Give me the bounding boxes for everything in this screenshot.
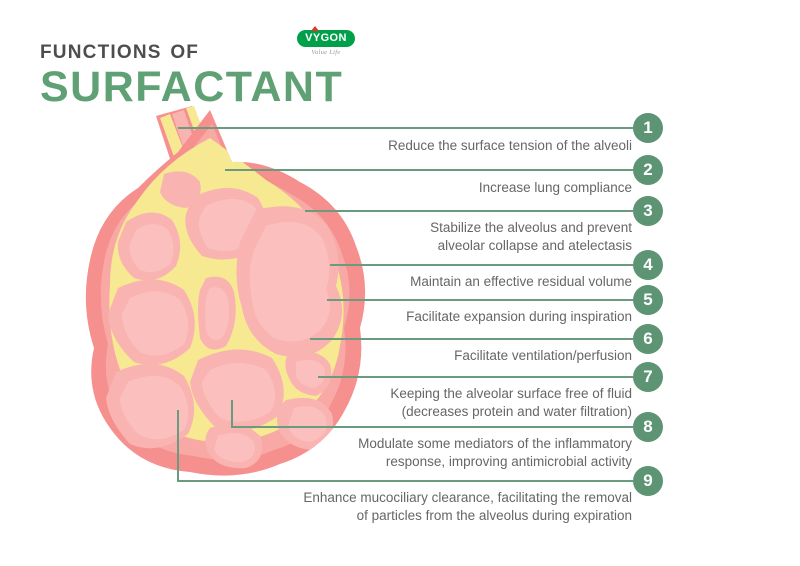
alveolar-sac-illustration	[85, 106, 366, 476]
callout-text-9: Enhance mucociliary clearance, facilitat…	[303, 490, 632, 523]
title-line-surfactant: Surfactant	[40, 63, 344, 111]
callout-text-6: Facilitate ventilation/perfusion	[454, 348, 632, 363]
logo-triangle-icon	[311, 26, 319, 31]
callout-badge-2[interactable]: 2	[633, 155, 663, 185]
callout-badge-6[interactable]: 6	[633, 324, 663, 354]
callout-text-8: Modulate some mediators of the inflammat…	[358, 436, 632, 469]
callout-badge-9[interactable]: 9	[633, 466, 663, 496]
callout-text-1: Reduce the surface tension of the alveol…	[388, 138, 632, 153]
callout-text-7: Keeping the alveolar surface free of flu…	[390, 386, 632, 419]
alveolus	[160, 171, 201, 208]
callout-badge-4[interactable]: 4	[633, 250, 663, 280]
logo-tagline: Value Life	[311, 49, 341, 56]
callout-text-4: Maintain an effective residual volume	[410, 274, 632, 289]
alveolus	[198, 276, 236, 350]
callout-text-3: Stabilize the alveolus and prevent alveo…	[430, 220, 632, 253]
callout-badge-1[interactable]: 1	[633, 113, 663, 143]
title-line-functions-of: Functions of	[40, 34, 200, 64]
alveolus	[117, 212, 181, 281]
vygon-logo: VYGON Value Life	[295, 26, 357, 56]
alveolus	[108, 279, 195, 365]
alveolus	[285, 351, 332, 396]
callout-text-2: Increase lung compliance	[478, 180, 632, 195]
alveoli-group	[106, 171, 343, 469]
callout-badge-5[interactable]: 5	[633, 285, 663, 315]
logo-wordmark: VYGON	[305, 32, 347, 44]
callout-badge-7[interactable]: 7	[633, 362, 663, 392]
alveolus	[236, 206, 343, 357]
callout-badge-3[interactable]: 3	[633, 196, 663, 226]
callout-text-5: Facilitate expansion during inspiration	[406, 309, 632, 324]
alveolus	[106, 363, 195, 449]
page-title: Functions of Surfactant	[40, 36, 343, 109]
logo-badge-shape: VYGON	[297, 26, 355, 47]
callout-badge-8[interactable]: 8	[633, 412, 663, 442]
